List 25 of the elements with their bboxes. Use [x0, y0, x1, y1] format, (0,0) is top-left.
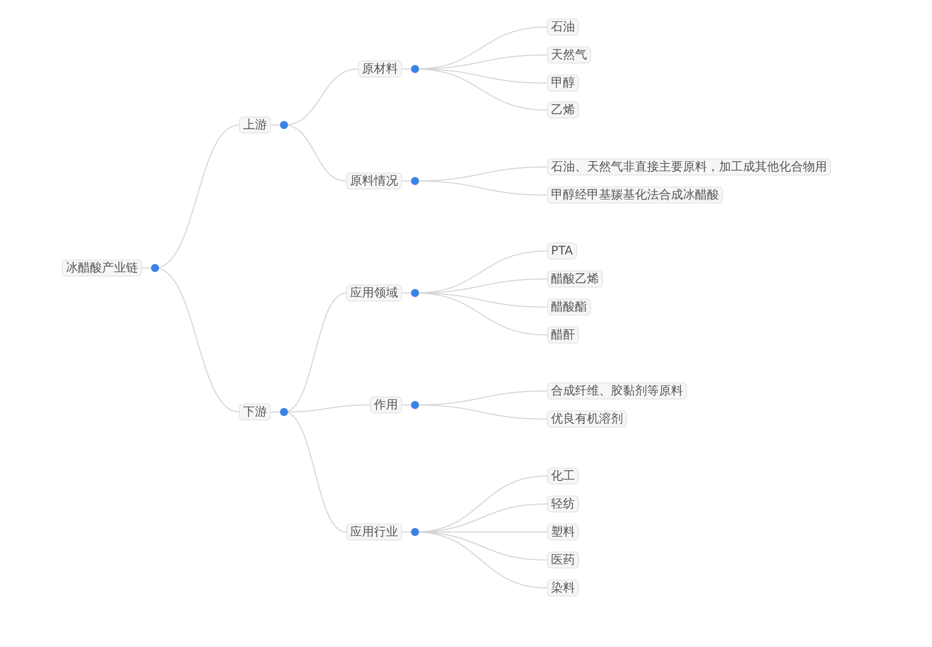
- topic-label: 染料: [547, 580, 579, 596]
- topic-label: 应用领域: [346, 284, 402, 302]
- topic-label: 醋酐: [547, 326, 579, 344]
- topic-label: 医药: [547, 552, 579, 568]
- topic-label: 优良有机溶剂: [547, 410, 627, 428]
- topic-label: 醋酸酯: [547, 298, 591, 316]
- topic-label: 原料情况: [346, 172, 402, 190]
- topic-label: 天然气: [547, 46, 591, 64]
- topic-label: 化工: [547, 468, 579, 484]
- topic-label: 下游: [239, 404, 271, 420]
- topic-label: 轻纺: [547, 496, 579, 512]
- topic-label: 石油: [547, 18, 579, 36]
- topic-label: 醋酸乙烯: [547, 270, 603, 288]
- topic-label: 上游: [239, 116, 271, 134]
- topic-label: 甲醇经甲基羰基化法合成冰醋酸: [547, 186, 723, 204]
- topic-label: 冰醋酸产业链: [62, 260, 142, 276]
- topic-label: 作用: [370, 396, 402, 414]
- topic-label: 原材料: [358, 60, 402, 78]
- topic-label: 应用行业: [346, 524, 402, 540]
- topic-label: 合成纤维、胶黏剂等原料: [547, 382, 687, 400]
- topic-label: 乙烯: [547, 102, 579, 118]
- topic-label: PTA: [547, 242, 577, 260]
- topic-label: 甲醇: [547, 74, 579, 92]
- topic-label: 塑料: [547, 524, 579, 540]
- topic-label: 石油、天然气非直接主要原料，加工成其他化合物用: [547, 158, 831, 176]
